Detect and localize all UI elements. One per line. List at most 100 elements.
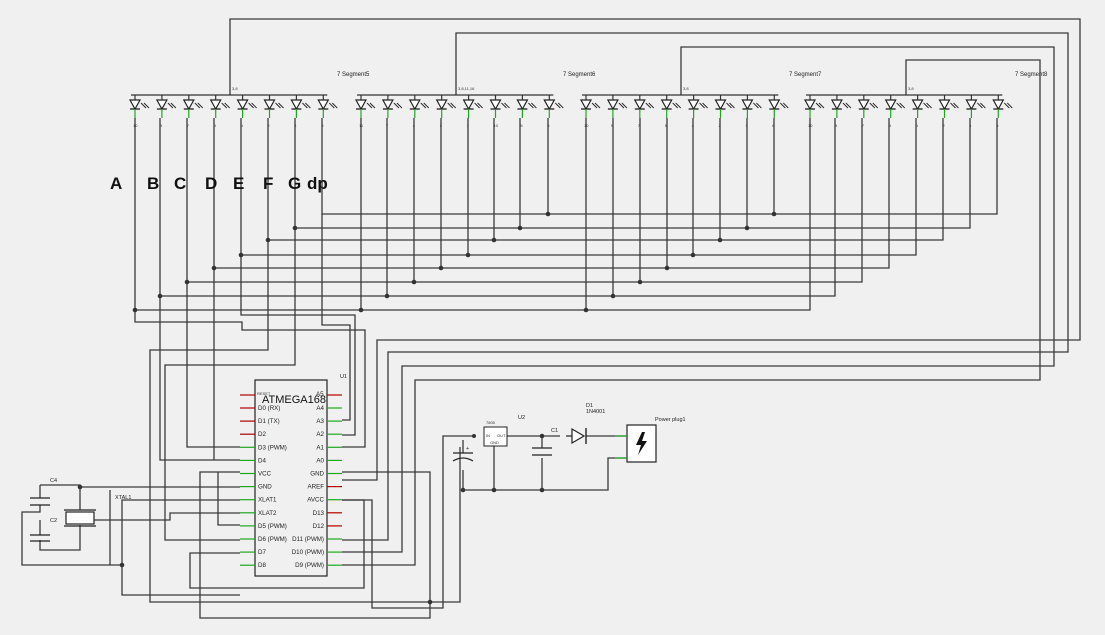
led-pin-number: 2: [440, 123, 443, 128]
svg-text:GND: GND: [258, 484, 272, 491]
led-pin-number: 10: [808, 123, 813, 128]
led-pin-number: 11: [359, 123, 364, 128]
led-segment-1: 10: [803, 95, 825, 128]
segment7-common-label: 3,8: [683, 86, 689, 91]
lightning-icon: [636, 432, 647, 455]
mcu-pin-right-8: D13: [313, 510, 342, 517]
mcu-pin-right-3: A1: [316, 444, 342, 451]
led-pin-number: 6: [772, 123, 775, 128]
mcu-pin-left-4: D4: [240, 457, 266, 464]
svg-text:A0: A0: [316, 457, 324, 464]
mcu-pin-right-5: GND: [310, 471, 342, 478]
electrolytic-capacitor: +: [452, 434, 476, 462]
regulator-7805: 7805 IN OUT GND U2: [483, 415, 525, 447]
led-segment-3: 7: [633, 95, 655, 128]
diode-ref: D1: [586, 403, 593, 409]
letter-f: F: [263, 174, 273, 193]
led-segment-6: 10: [489, 95, 510, 128]
regulator-gnd: GND: [490, 440, 499, 445]
letter-dp: dp: [307, 174, 328, 193]
svg-text:D10 (PWM): D10 (PWM): [292, 549, 324, 556]
led-pin-number: 4: [692, 123, 695, 128]
segment-display-6: 11 7 4 2 1 10 5 3: [354, 94, 564, 128]
regulator-name: 7805: [486, 420, 496, 425]
led-pin-number: 10: [584, 123, 589, 128]
segment8-common-label: 3,8: [908, 86, 914, 91]
svg-text:D5 (PWM): D5 (PWM): [258, 523, 287, 530]
regulator-ref: U2: [518, 415, 525, 421]
led-segment-4: 5: [209, 95, 231, 128]
mcu-pin-right-9: D12: [313, 523, 342, 530]
led-pin-number: 10: [133, 123, 138, 128]
crystal-xtal1: XTAL1: [64, 495, 131, 527]
led-pin-number: 4: [413, 123, 416, 128]
mcu-pin-left-3: D3 (PWM): [240, 444, 287, 451]
mcu-pin-left-7: XLAT1: [240, 497, 277, 504]
mcu-pin-right-6: AREF: [307, 484, 342, 491]
svg-text:A1: A1: [316, 444, 324, 451]
led-pin-number: 1: [294, 123, 297, 128]
cap-plus: +: [466, 446, 469, 452]
mcu-pin-left-12: D8: [240, 562, 266, 569]
led-pin-number: 5: [665, 123, 668, 128]
power-plug-label: Power plug1: [655, 417, 686, 423]
wiring: [21, 18, 1081, 619]
led-segment-6: 2: [714, 95, 735, 128]
mcu-reset-text: RESET: [257, 391, 271, 396]
led-pin-number: 7: [638, 123, 641, 128]
led-pin-number: 2: [719, 123, 722, 128]
letter-g: G: [288, 174, 301, 193]
led-segment-4: 5: [884, 95, 906, 128]
letter-c: C: [174, 174, 186, 193]
letter-b: B: [147, 174, 159, 193]
led-segment-8: 5: [317, 95, 338, 128]
mcu-pin-right-2: A2: [316, 431, 342, 438]
led-segment-3: 4: [408, 95, 430, 128]
led-segment-5: 4: [687, 95, 708, 128]
capacitor-c3: C2: [30, 518, 57, 542]
svg-text:D6 (PWM): D6 (PWM): [258, 536, 287, 543]
mcu-pin-left-8: XLAT2: [240, 510, 277, 517]
led-segment-5: 1: [462, 95, 483, 128]
mcu-pin-a5: A5: [316, 391, 324, 398]
diode-d1: D1 1N4001: [566, 403, 605, 445]
svg-text:XLAT1: XLAT1: [258, 497, 277, 504]
led-pin-number: 1: [745, 123, 748, 128]
crystal-label: XTAL1: [115, 495, 131, 501]
led-pin-number: 1: [969, 123, 972, 128]
mcu-pin-left-0: D0 (RX): [240, 405, 280, 412]
diode-part: 1N4001: [586, 409, 605, 415]
svg-text:D9 (PWM): D9 (PWM): [295, 562, 324, 569]
mcu-pin-left-9: D5 (PWM): [240, 523, 287, 530]
led-segment-1: 11: [354, 95, 376, 128]
led-pin-number: 5: [321, 123, 324, 128]
led-pin-number: 10: [494, 123, 499, 128]
led-segment-7: 1: [290, 95, 311, 128]
letter-e: E: [233, 174, 244, 193]
capacitor-c4: C4: [30, 478, 57, 506]
regulator-in: IN: [486, 433, 490, 438]
segment6-common-label: 3,8,11,16: [458, 86, 475, 91]
led-pin-number: 7: [386, 123, 389, 128]
mcu-pin-right-11: D10 (PWM): [292, 549, 342, 556]
letter-a: A: [110, 174, 122, 193]
mcu-ref: U1: [340, 374, 347, 380]
c1-label: C1: [551, 428, 558, 434]
led-pin-number: 4: [916, 123, 919, 128]
led-pin-number: 4: [241, 123, 244, 128]
mcu-pin-left-10: D6 (PWM): [240, 536, 287, 543]
led-segment-3: 7: [857, 95, 879, 128]
led-pin-number: 9: [835, 123, 838, 128]
svg-text:D13: D13: [313, 510, 325, 517]
led-pin-number: 5: [520, 123, 523, 128]
led-segment-6: 2: [263, 95, 284, 128]
mcu-pin-left-5: VCC: [240, 471, 272, 478]
led-pin-number: 5: [889, 123, 892, 128]
led-segment-7: 1: [741, 95, 762, 128]
led-pin-number: 7: [862, 123, 865, 128]
led-pin-number: 3: [547, 123, 550, 128]
